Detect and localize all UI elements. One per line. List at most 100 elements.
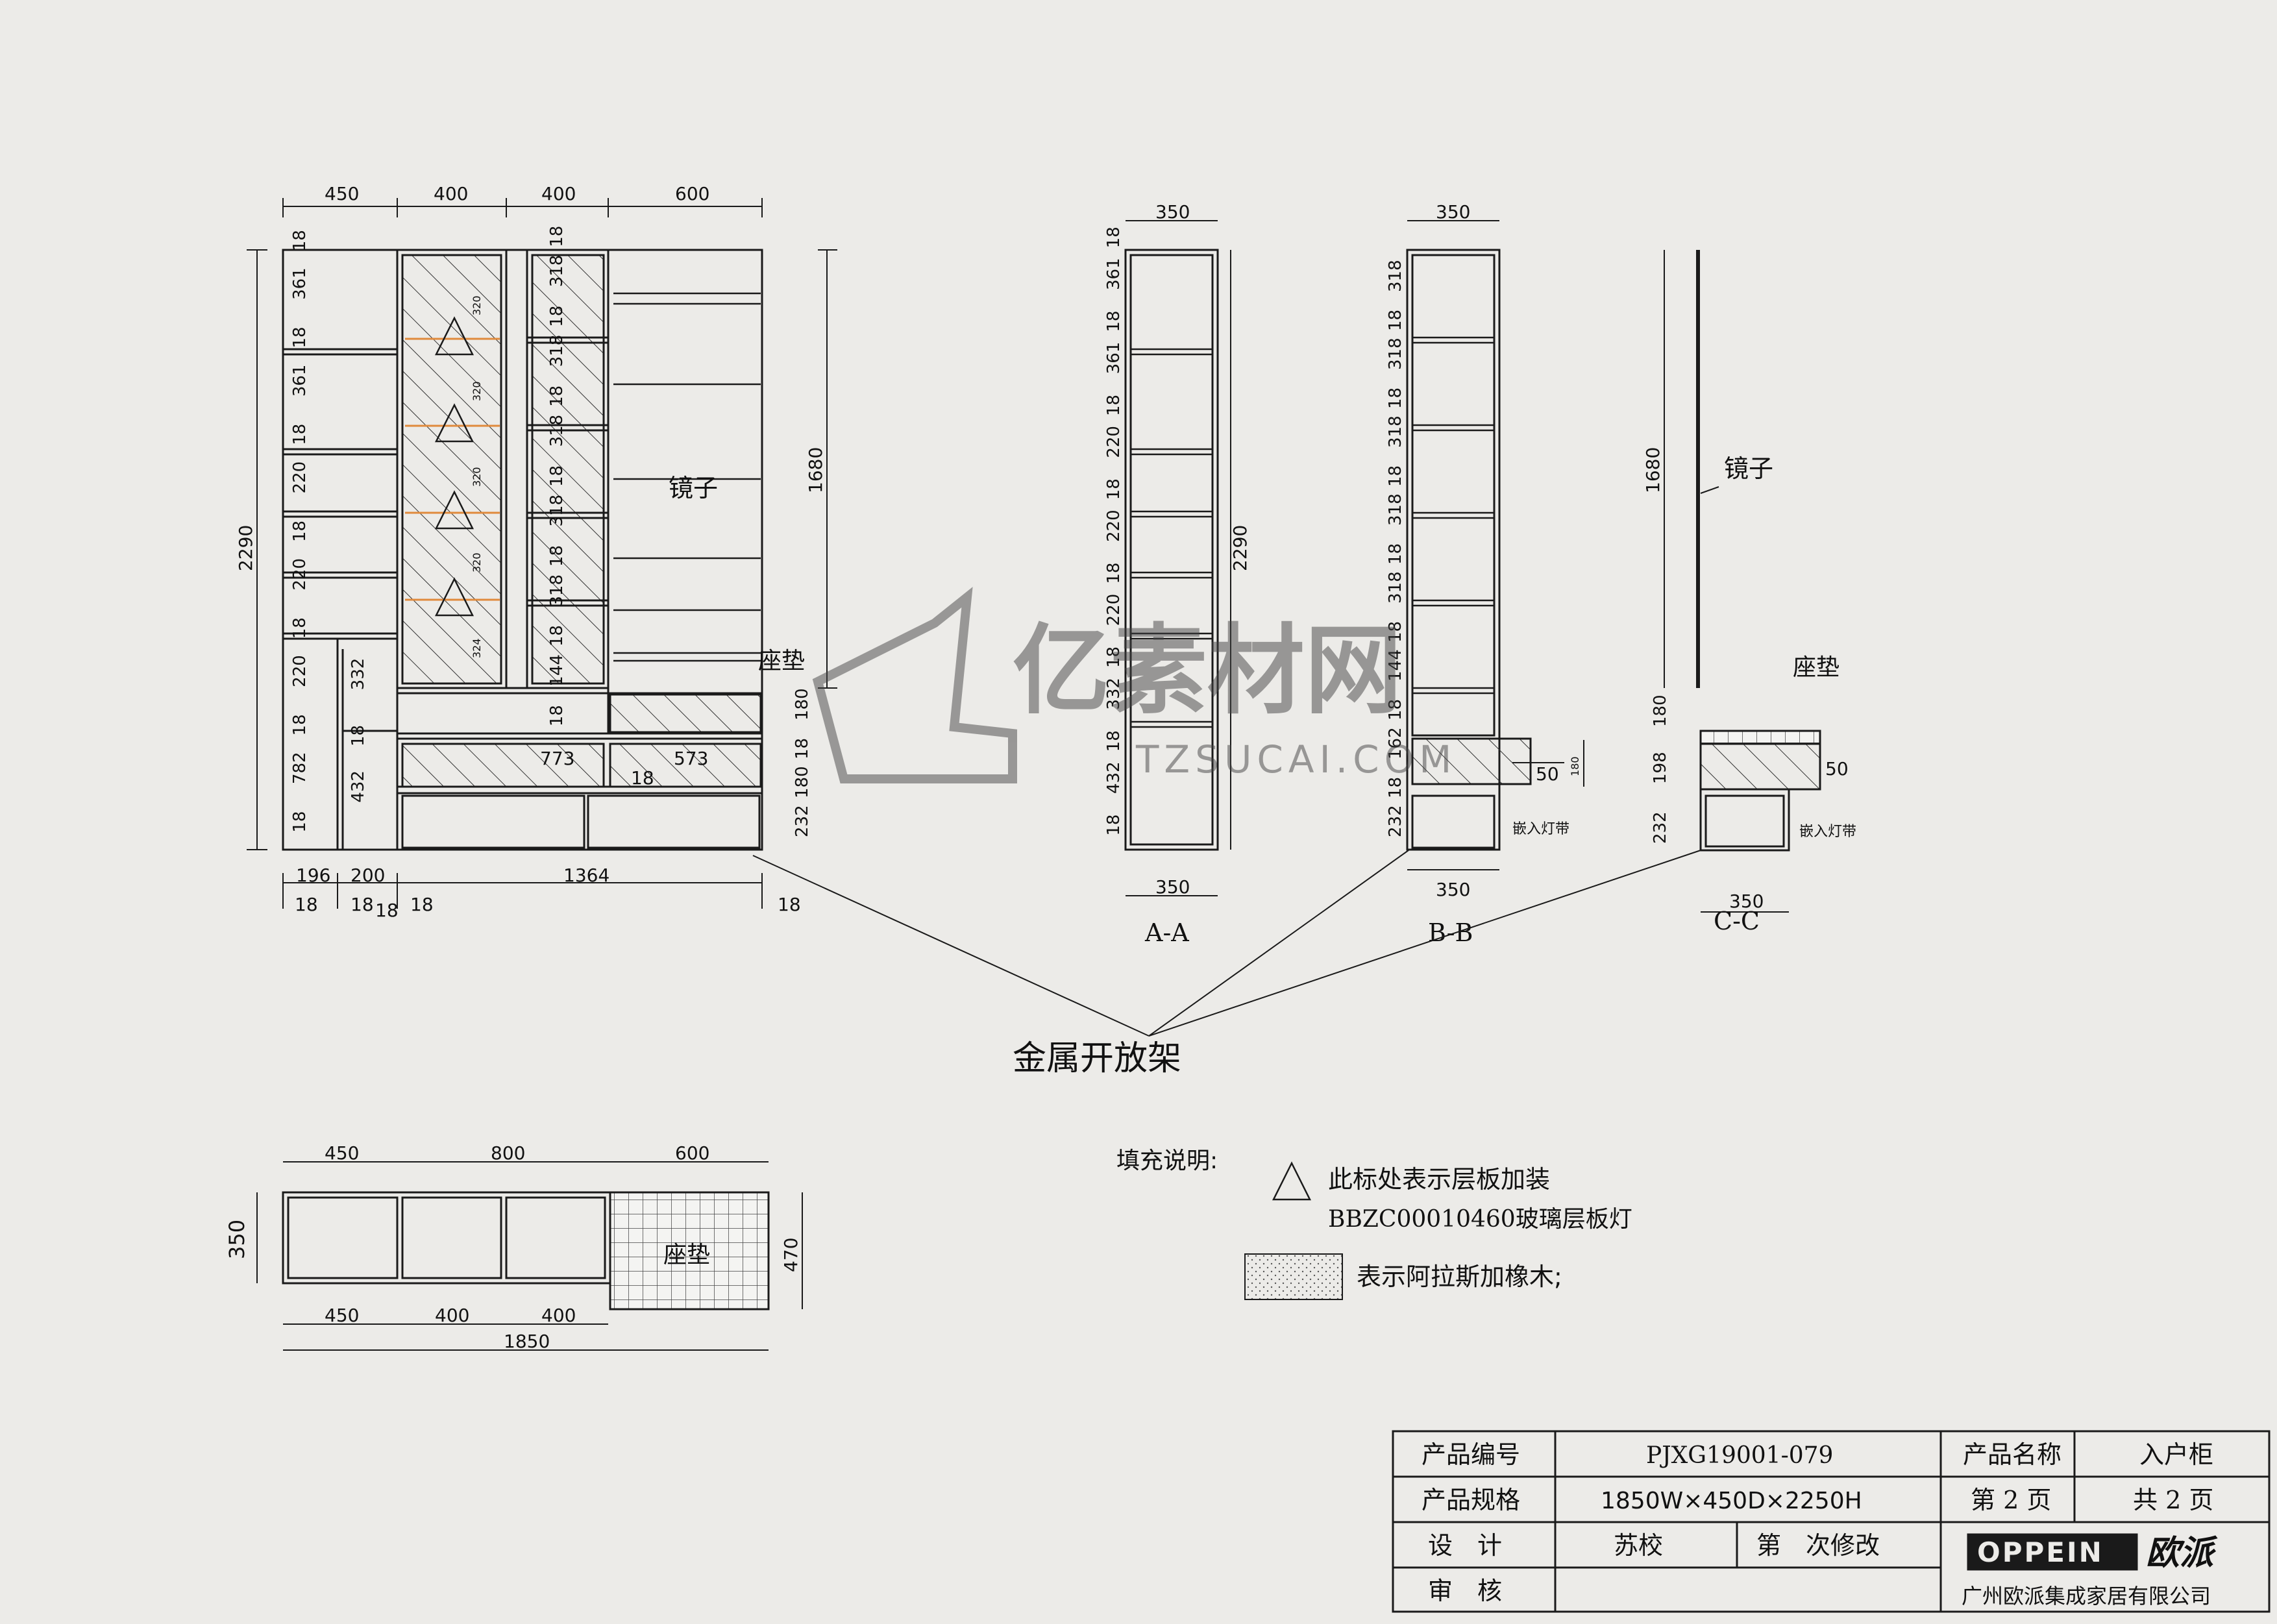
col1-dim-7: 18 [290, 521, 310, 542]
front-cushion-label: 座垫 [758, 648, 805, 674]
front-elevation [282, 249, 763, 851]
legend-title: 填充说明: [1116, 1148, 1218, 1174]
col3-dim-2: 318 [547, 255, 567, 288]
cc-light-gap: 50 [1825, 758, 1849, 780]
front-top-width-1: 450 [325, 183, 359, 204]
col1-dim-8: 220 [290, 558, 310, 591]
cc-width: 350 [1729, 891, 1764, 912]
legend-item2: 表示阿拉斯加橡木; [1357, 1262, 1562, 1291]
front-top-width-2: 400 [434, 183, 468, 204]
plan-cushion [609, 1191, 770, 1310]
drawer-width-1: 773 [540, 748, 574, 769]
front-bottom-thk-2: 18 [351, 894, 374, 915]
bb-dim-3: 318 [1386, 338, 1405, 370]
plan-top-width-2: 800 [491, 1142, 525, 1164]
plan-view [256, 1161, 803, 1351]
section-cc [1664, 250, 1821, 913]
drawer-right [609, 743, 762, 788]
front-dimension-lines [247, 198, 837, 909]
product-code-label: 产品编号 [1422, 1440, 1520, 1469]
aa-dim-4: 361 [1104, 342, 1124, 375]
aa-dim-3: 18 [1104, 311, 1124, 332]
right-stack-dim-4: 232 [793, 805, 812, 837]
col2-dim-3: 432 [349, 770, 368, 803]
col1-dim-6: 220 [290, 461, 310, 494]
aa-dim-7: 18 [1104, 478, 1124, 500]
right-stack-dim-3: 180 [793, 766, 812, 798]
bb-dim-7: 318 [1386, 493, 1405, 526]
glass-door-right [531, 254, 605, 685]
col3-dim-13: 18 [547, 705, 567, 726]
cc-cushion [1699, 730, 1821, 745]
legend-item1-line2: BBZC00010460玻璃层板灯 [1328, 1206, 1632, 1233]
cc-dim-3: 232 [1651, 811, 1670, 844]
bb-dim-5: 318 [1386, 415, 1405, 448]
front-bottom-thk-3: 18 [375, 900, 399, 921]
cc-cushion-label: 座垫 [1793, 654, 1840, 681]
col3-dim-5: 18 [547, 386, 567, 407]
col3-dim-6: 318 [547, 415, 567, 447]
aa-dim-12: 332 [1104, 678, 1124, 710]
product-spec: 1850W×450D×2250H [1601, 1488, 1862, 1514]
section-cc-text: 1680 350 镜子 座垫 50 嵌入灯带 180 198 232 C-C [1642, 447, 1856, 935]
front-bottom-width-2: 200 [351, 865, 385, 886]
aa-bottom-width: 350 [1155, 876, 1190, 898]
watermark-logo-icon [812, 587, 1017, 783]
aa-dim-5: 18 [1104, 395, 1124, 416]
col3-dim-10: 318 [547, 574, 567, 607]
bb-dim-2: 18 [1386, 310, 1405, 331]
bb-dim-4: 18 [1386, 388, 1405, 409]
aa-height: 2290 [1229, 525, 1251, 571]
watermark-text: TZSUCAI.COM [1135, 737, 1457, 781]
design-label: 设 计 [1428, 1531, 1502, 1560]
triangle-marker-icon [1272, 1161, 1312, 1201]
product-name: 入户柜 [2139, 1440, 2213, 1469]
bb-dim-1: 318 [1386, 260, 1405, 292]
bb-dim-13: 162 [1386, 727, 1405, 759]
legend: 填充说明: 此标处表示层板加装 BBZC00010460玻璃层板灯 表示阿拉斯加… [1116, 1148, 1632, 1300]
aa-dim-10: 220 [1104, 594, 1124, 626]
front-bottom-width-3: 1364 [563, 865, 609, 886]
front-outer-frame [282, 249, 763, 851]
col1-dim-1: 18 [290, 230, 310, 251]
aa-dim-15: 18 [1104, 815, 1124, 836]
glass-dim-4: 320 [471, 552, 483, 572]
watermark-cn: 亿素材网 [1013, 615, 1402, 728]
cc-dim-2: 198 [1651, 752, 1670, 784]
brand-logo: OPPEIN [1977, 1536, 2104, 1568]
plan-cushion-label: 座垫 [663, 1242, 710, 1268]
front-bottom-thk-1: 18 [295, 894, 318, 915]
col1-dim-11: 18 [290, 714, 310, 735]
drawer-width-2: 573 [674, 748, 708, 769]
front-mirror-height: 1680 [805, 447, 826, 493]
bb-dim-14: 18 [1386, 777, 1405, 798]
drawer-gap: 18 [631, 767, 654, 789]
aa-dim-8: 220 [1104, 510, 1124, 542]
bb-light-label: 嵌入灯带 [1512, 821, 1569, 837]
aa-top-width: 350 [1155, 201, 1190, 223]
company-name: 广州欧派集成家居有限公司 [1962, 1584, 2211, 1608]
plan-total-width: 1850 [504, 1331, 550, 1352]
front-cushion [609, 693, 762, 733]
plan-bottom-width-3: 400 [541, 1305, 576, 1326]
product-code: PJXG19001-079 [1646, 1442, 1833, 1469]
page-number: 第 2 页 [1971, 1486, 2051, 1514]
callout-leaders [752, 486, 1719, 1037]
col2-dim-1: 332 [349, 658, 368, 691]
legend-item1-line1: 此标处表示层板加装 [1328, 1165, 1550, 1194]
cc-base [1699, 788, 1790, 852]
col2-dim-2: 18 [349, 725, 368, 746]
aa-dim-6: 220 [1104, 426, 1124, 458]
col1-dim-10: 220 [290, 655, 310, 687]
front-mirror-label: 镜子 [669, 474, 718, 502]
col1-dim-3: 18 [290, 326, 310, 348]
oppein-logo-box [1967, 1533, 2138, 1571]
plan-depth-left: 350 [225, 1220, 249, 1259]
col3-dim-4: 318 [547, 335, 567, 367]
col3-dim-3: 18 [547, 306, 567, 327]
watermark: 亿素材网 TZSUCAI.COM [812, 587, 1457, 783]
